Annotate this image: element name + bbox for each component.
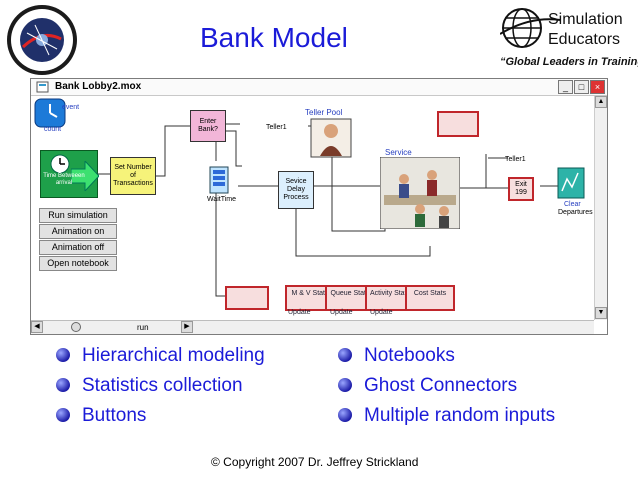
mv-stats-update[interactable]: Update <box>288 309 311 316</box>
slide-title: Bank Model <box>200 22 348 53</box>
scroll-up-button[interactable]: ▲ <box>595 96 607 108</box>
bullet-item: Hierarchical modeling <box>56 345 265 367</box>
set-transactions-block[interactable]: Set Number of Transactions <box>110 157 156 195</box>
open-notebook-button[interactable]: Open notebook <box>39 256 117 271</box>
departures-label: Departures <box>558 209 593 216</box>
bullet-icon <box>56 348 70 362</box>
queue-icon[interactable] <box>205 165 233 195</box>
clock-icon <box>34 98 66 128</box>
scroll-down-button[interactable]: ▼ <box>595 307 607 319</box>
bullet-item: Buttons <box>56 405 146 427</box>
horizontal-scrollbar[interactable]: ◀ run ▶ <box>31 320 594 334</box>
bullet-item: Ghost Connectors <box>338 375 517 397</box>
enter-bank-block[interactable]: Enter Bank? <box>190 110 226 142</box>
bullet-item: Notebooks <box>338 345 455 367</box>
exit-block[interactable]: Exit 199 <box>508 177 534 201</box>
animation-on-button[interactable]: Animation on <box>39 224 117 239</box>
bullet-item: Statistics collection <box>56 375 243 397</box>
plotter-clear-label[interactable]: Clear <box>564 201 581 208</box>
bullet-icon <box>56 408 70 422</box>
teller1-label-a: Teller1 <box>266 124 287 131</box>
wait-time-label: WaitTime <box>207 196 237 203</box>
animation-off-button[interactable]: Animation off <box>39 240 117 255</box>
scroll-right-button[interactable]: ▶ <box>181 321 193 333</box>
bullet-item: Multiple random inputs <box>338 405 555 427</box>
clock-event-label: event <box>62 104 80 111</box>
window-titlebar: Bank Lobby2.mox _ □ × <box>31 79 607 96</box>
bullet-text: Buttons <box>82 405 147 426</box>
activity-stats-update[interactable]: Update <box>370 309 393 316</box>
logo-line2: Educators <box>548 31 620 48</box>
logo-line1: Simulation <box>548 11 623 28</box>
resource-bin-block[interactable] <box>437 111 479 137</box>
maximize-button[interactable]: □ <box>574 80 589 94</box>
arrival-clock-icon <box>50 154 70 174</box>
service-delay-process-block[interactable]: Sevice Delay Process <box>278 171 314 209</box>
bullet-text: Statistics collection <box>82 375 243 396</box>
clock-count-label: count <box>44 126 62 133</box>
arrival-label: Time Betweeen arrival <box>43 173 85 186</box>
logo-tagline: “Global Leaders in Training” <box>500 56 638 68</box>
bullet-text: Ghost Connectors <box>364 375 518 396</box>
bullet-icon <box>338 408 352 422</box>
arrival-arrow-icon <box>71 161 99 191</box>
minimize-button[interactable]: _ <box>558 80 573 94</box>
teller-pool-icon[interactable] <box>310 118 352 158</box>
stats-bin-block[interactable] <box>225 286 269 310</box>
exit-label: Exit <box>515 181 527 188</box>
vertical-scrollbar[interactable]: ▲ ▼ <box>594 96 607 320</box>
service-picture-icon[interactable] <box>380 157 460 229</box>
window-title: Bank Lobby2.mox <box>55 81 142 92</box>
bullet-icon <box>338 378 352 392</box>
bullet-icon <box>338 348 352 362</box>
run-simulation-button[interactable]: Run simulation <box>39 208 117 223</box>
exit-count: 199 <box>515 189 527 196</box>
bullet-text: Notebooks <box>364 345 455 366</box>
arrival-generator[interactable]: Time Betweeen arrival <box>40 150 99 198</box>
service-label: Service <box>385 148 412 157</box>
run-label: run <box>137 323 149 332</box>
bullet-text: Multiple random inputs <box>364 405 556 426</box>
cost-stats-block[interactable]: Cost Stats <box>405 285 455 311</box>
teller1-label-b: Teller1 <box>505 156 526 163</box>
bullet-icon <box>56 378 70 392</box>
plotter-icon[interactable] <box>557 167 587 201</box>
copyright-text: © Copyright 2007 Dr. Jeffrey Strickland <box>211 455 419 469</box>
bullet-text: Hierarchical modeling <box>82 345 265 366</box>
queue-stats-update[interactable]: Update <box>330 309 353 316</box>
document-icon <box>36 81 49 93</box>
teller-pool-label: Teller Pool <box>305 108 343 117</box>
missile-defense-agency-seal <box>7 5 77 75</box>
run-indicator-icon <box>71 322 81 332</box>
scroll-left-button[interactable]: ◀ <box>31 321 43 333</box>
close-button[interactable]: × <box>590 80 605 94</box>
simulation-educators-logo: Simulation Educators <box>500 8 623 48</box>
